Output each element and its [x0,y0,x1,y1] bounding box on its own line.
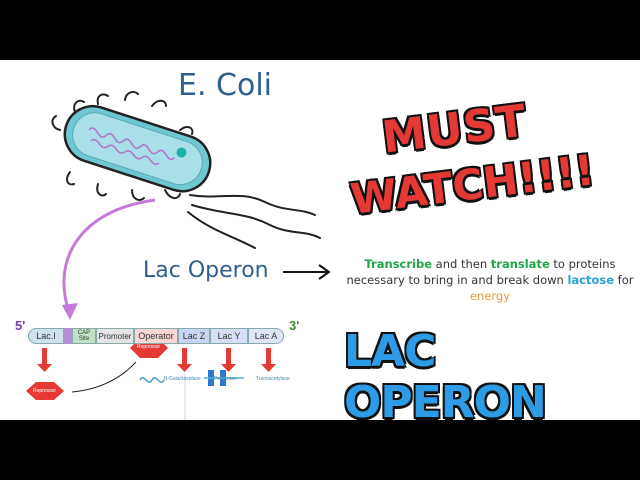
permease-shape [204,370,244,386]
segment-spacer [64,328,72,344]
five-prime-label: 5' [15,318,26,333]
flagella [51,91,321,249]
word-transcribe: Transcribe [364,257,433,271]
lac-operon-label: Lac Operon [143,258,269,283]
repressor-hexagon-2 [130,344,168,358]
gene-expression-diagram [26,344,276,420]
word-energy: energy [469,289,511,303]
word-lactose: lactose [567,273,615,287]
segment-promoter: Promoter [96,328,134,344]
repressor-label-2: Repressor [137,344,161,350]
segment-cap: CAP Site [72,328,96,344]
permease-label: Permease [214,376,237,382]
cell-body [63,104,212,193]
curved-arrow [62,198,156,316]
segment-laci: Lac.I [28,328,64,344]
dna-coil [88,127,176,166]
repressor-hexagon-1 [26,382,64,400]
transacetylase-label: Transacetylase [256,376,290,382]
segment-laca: Lac A [248,328,284,344]
headline-lac-operon: LAC OPERON [344,326,547,420]
down-arrows [37,348,276,372]
thumbnail-frame: E. Coli Lac Operon Transcribe and then t… [0,60,640,420]
word-translate: translate [490,257,550,271]
ecoli-illustration [51,91,321,320]
segment-lacz: Lac Z [178,328,210,344]
right-arrow-icon [283,264,331,280]
b-gal-label: B-Galactosidase [164,376,201,382]
segment-lacy: Lac Y [210,328,248,344]
ecoli-title: E. Coli [178,68,272,103]
segment-operator: Operator [134,328,178,344]
binding-arrow [71,361,137,393]
repressor-label-1: Repressor [33,388,57,394]
enzyme-squiggle [139,377,165,383]
plasmid [176,147,187,158]
headline-must: MUST [379,95,530,164]
three-prime-label: 3' [289,318,300,333]
description-text: Transcribe and then translate to protein… [346,257,634,303]
arrow-head [62,303,78,320]
